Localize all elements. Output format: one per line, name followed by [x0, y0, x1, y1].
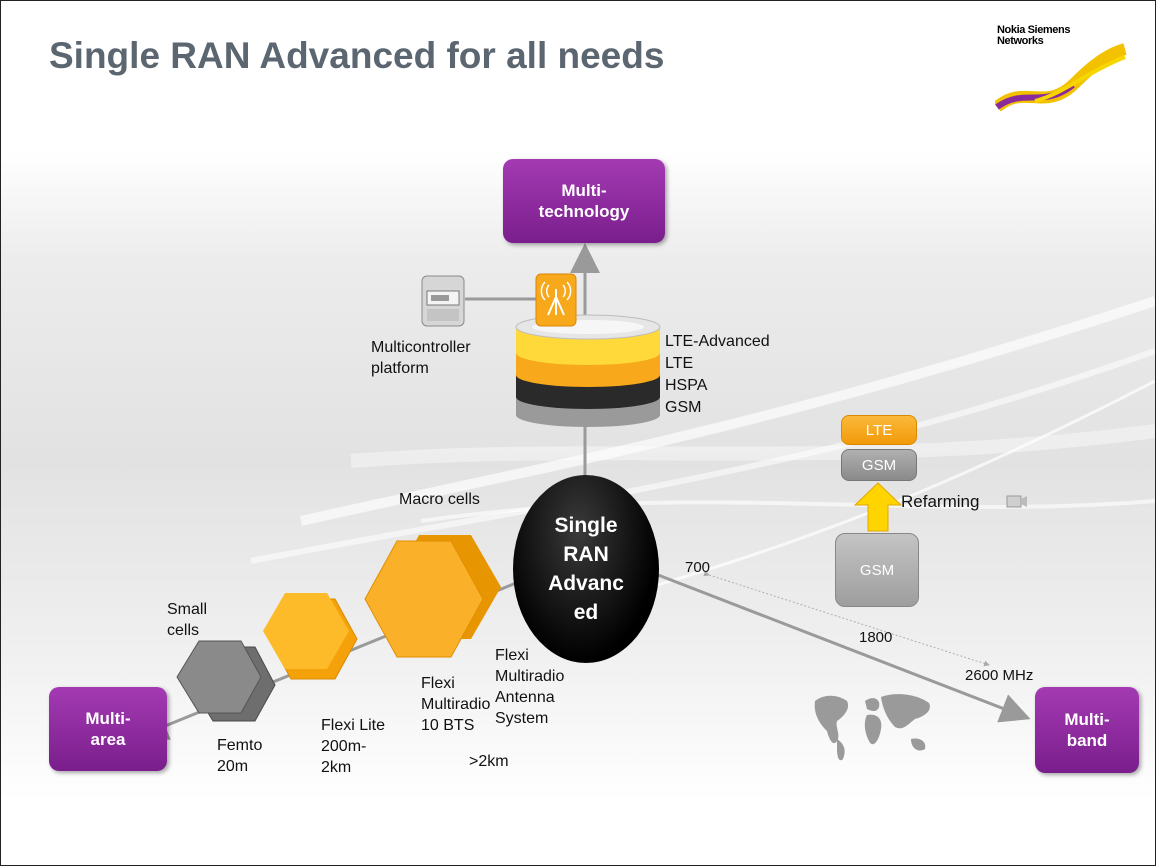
macro-hexagon-icon: [364, 540, 484, 658]
refarming-label: Refarming: [901, 492, 980, 511]
refarming-gsm-top-box: GSM: [841, 449, 917, 481]
stack-label-gsm: GSM: [665, 399, 702, 416]
multi-band-box: Multi- band: [1035, 687, 1139, 773]
single-ran-advanced-node: Single RAN Advanc ed: [513, 475, 659, 663]
page-title: Single RAN Advanced for all needs: [49, 35, 665, 76]
stack-label-lte: LTE: [665, 355, 694, 372]
stack-label-lte-advanced: LTE-Advanced: [665, 333, 770, 350]
world-map-icon: [814, 694, 930, 761]
band-1800-label: 1800: [859, 629, 893, 646]
range-2km-label: >2km: [469, 753, 509, 770]
refarming-up-arrow-icon: [853, 482, 903, 532]
refarming-gsm-bottom-box: GSM: [835, 533, 919, 607]
small-cells-label: Small cells: [167, 601, 208, 639]
stack-label-hspa: HSPA: [665, 377, 708, 394]
antenna-icon: [535, 273, 577, 327]
flexi-antenna-label: Flexi Multiradio Antenna System: [495, 647, 565, 727]
refarming-lte-box: LTE: [841, 415, 917, 445]
company-logo: Nokia Siemens Networks: [993, 23, 1127, 115]
refarming-note-icon: [1005, 492, 1029, 512]
flexi-multiradio-10-label: Flexi Multiradio 10 BTS: [421, 675, 491, 734]
band-2600-label: 2600 MHz: [965, 667, 1034, 684]
macro-cells-label: Macro cells: [399, 491, 480, 508]
flexi-lite-label: Flexi Lite 200m- 2km: [321, 717, 386, 776]
logo-line2: Networks: [997, 35, 1044, 47]
band-700-label: 700: [685, 559, 711, 576]
logo-line1: Nokia Siemens: [997, 24, 1071, 36]
multicontroller-label: Multicontroller platform: [371, 339, 471, 377]
multi-technology-box: Multi- technology: [503, 159, 665, 243]
logo-wave-icon: [993, 43, 1127, 112]
femto-label: Femto 20m: [217, 737, 263, 775]
multicontroller-device-icon: [421, 275, 465, 327]
multi-area-box: Multi- area: [49, 687, 167, 771]
